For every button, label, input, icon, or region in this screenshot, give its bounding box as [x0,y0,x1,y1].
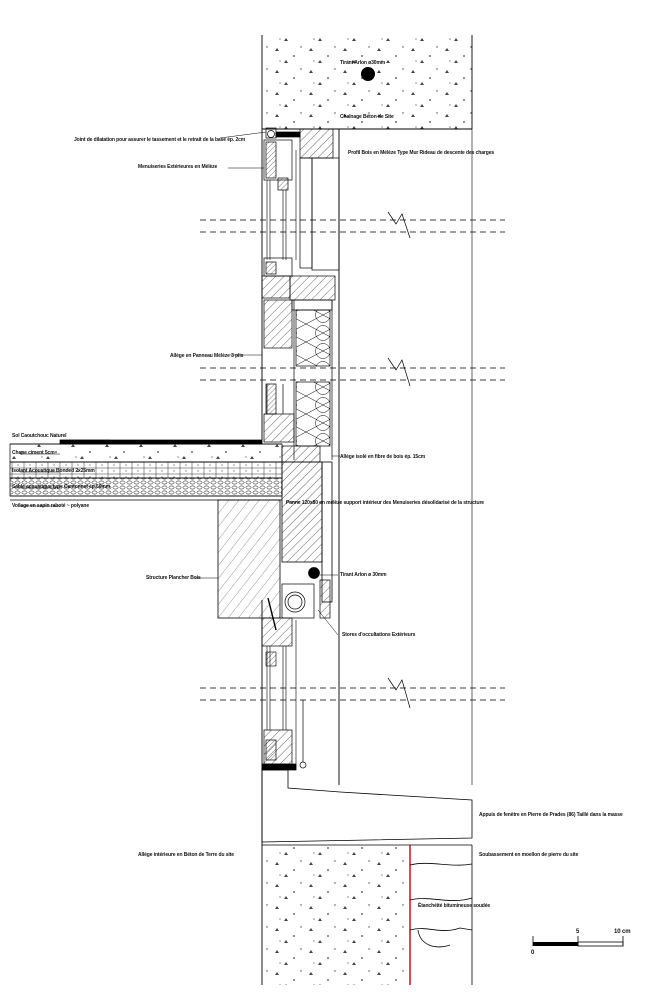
label-chape: Chape ciment 5cm [12,450,55,456]
label-voilage: Voilage en sapin raboté ~ polyane [12,503,90,509]
label-sol: Sol Caoutchouc Naturel [12,433,67,439]
window-transom [261,257,336,349]
label-allege-beton: Allège intérieure en Béton de Terre du s… [138,852,234,858]
lower-wall [262,844,473,985]
label-chainage: Chaînage Béton de Site [340,114,394,120]
label-tirant-mid: Tirant Arlon ø 30mm [340,572,387,578]
label-profil: Profil Bois en Mélèze Type Mur Rideau de… [348,150,495,156]
label-panne: Panne 120x80 en mélèze support intérieur… [286,500,484,506]
label-sable: Sable acoustique type Cantonnet ép.50mm [12,484,111,490]
label-joint: Joint de dilatation pour assurer le tass… [74,137,246,143]
leader-lines [20,131,340,636]
scale-tick-10: 10 cm [614,929,631,935]
label-allege-panneau: Allège en Panneau Mélèze 3 plis [170,353,244,359]
break-line-2 [200,357,505,387]
label-tirant-top: Tirant Arlon ø30mm [340,60,386,66]
scale-bar [532,936,624,947]
label-allege-isole: Allège isolé en fibre de bois ép. 15cm [340,454,426,460]
label-menuiseries: Menuiseries Extérieures en Mélèze [138,164,218,170]
floor-buildup [9,439,321,501]
window-sill [261,700,307,771]
scale-tick-0: 0 [531,950,535,956]
lintel-concrete [261,35,473,130]
scale-tick-5: 5 [576,929,580,935]
label-structure: Structure Plancher Bois [146,575,201,581]
label-stores: Stores d'occultations Extérieurs [342,632,416,638]
label-soubassement: Soubassement en moellon de pierre du sit… [479,852,579,858]
break-line-1 [200,211,505,239]
floor-beam [217,461,333,619]
insulation-panel-upper [293,300,333,460]
label-etancheite: Étanchéité bitumineuse soudée [418,903,491,909]
label-appuis: Appuis de fenêtre en Pierre de Prades (8… [479,812,623,818]
insulation-panel-lower [263,381,331,447]
break-line-3 [200,677,505,709]
glazing-upper [266,150,297,260]
label-isolant-acoustique: Isolant Acoustique Bonded 2x25mm [12,468,95,474]
window-head-detail [263,127,340,271]
stone-sill [261,769,473,843]
blind-box [261,567,331,647]
